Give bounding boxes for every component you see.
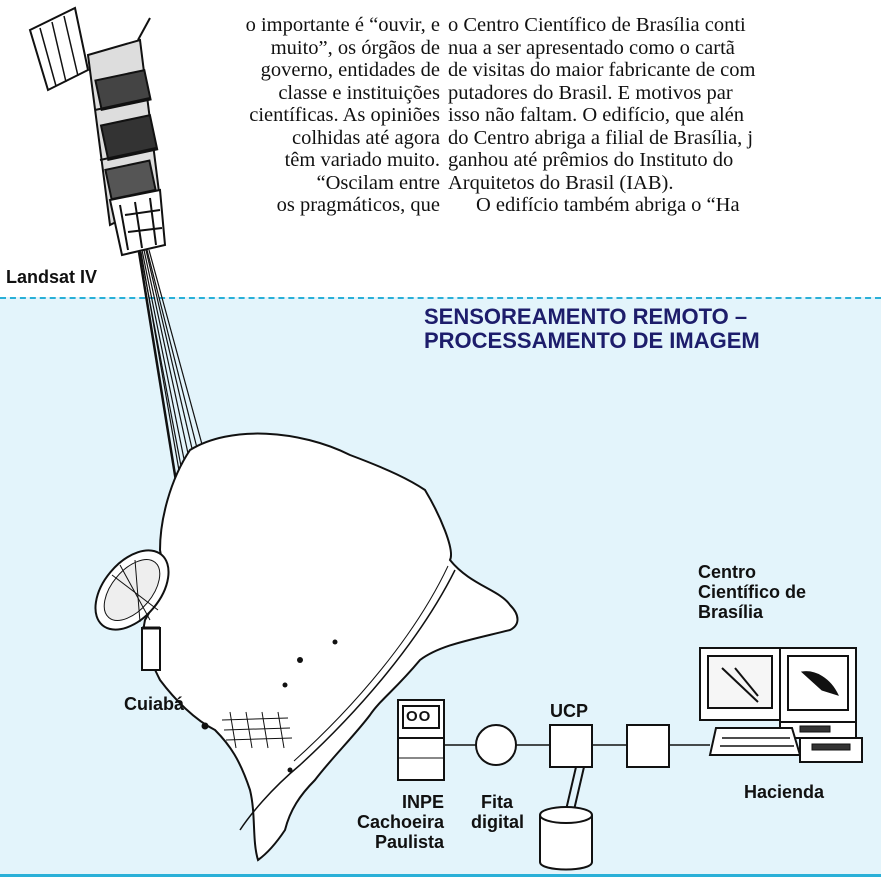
article-line: O edifício também abriga o “Ha (476, 194, 740, 216)
article-line: Arquitetos do Brasil (IAB). (448, 171, 674, 194)
ucp-box-icon (549, 724, 593, 768)
inpe-panel-text: OO (406, 708, 432, 725)
tape-label-line: Fita (480, 792, 513, 812)
map-south-america (142, 432, 519, 862)
center-label-line: Brasília (698, 602, 764, 622)
inpe-label-line: INPE (401, 792, 444, 812)
tape-reel-icon (475, 724, 517, 766)
article-line: o Centro Científico de Brasília conti (448, 14, 746, 36)
ucp-label: UCP (550, 701, 589, 721)
dish-antenna-icon (94, 549, 170, 671)
center-label-line: Centro (698, 562, 756, 582)
article-line: isso não faltam. O edifício, que alén (448, 104, 745, 126)
tape-label-line: digital (471, 812, 524, 832)
satellite-icon (28, 6, 167, 257)
article-line: científicas. As opiniões (249, 104, 440, 126)
panel-border (0, 874, 881, 877)
article-left-column: o importante é “ouvir, e muito”, os órgã… (118, 0, 440, 300)
article-line: governo, entidades de (260, 59, 440, 81)
article-line: nua a ser apresentado como o cartã (448, 36, 735, 59)
article-line: o importante é “ouvir, e (245, 14, 440, 36)
article-line: ganhou até prêmios do Instituto do (448, 149, 734, 171)
inpe-equipment-icon (397, 699, 445, 781)
center-label: Centro Científico de Brasília (698, 562, 806, 622)
city-label: Cuiabá (124, 694, 185, 714)
article-line: putadores do Brasil. E motivos par (448, 81, 733, 104)
article-line: os pragmáticos, que (276, 194, 440, 216)
inpe-label: INPE Cachoeira Paulista (342, 792, 444, 852)
hacienda-label: Hacienda (744, 782, 825, 802)
diagram-title-line: PROCESSAMENTO DE IMAGEM (424, 328, 760, 353)
diagram-title-line: SENSOREAMENTO REMOTO – (424, 304, 748, 329)
article-line: de visitas do maior fabricante de com (448, 59, 756, 81)
article-line: “Oscilam entre (316, 171, 440, 194)
tape-label: Fita digital (471, 792, 524, 832)
article-right-column: o Centro Científico de Brasília conti nu… (448, 0, 881, 300)
interface-box-icon (626, 724, 670, 768)
center-label-line: Científico de (698, 582, 807, 602)
computer-workstation-icon (699, 647, 863, 763)
article-line: classe e instituições (278, 81, 440, 104)
inpe-label-line: Paulista (374, 832, 444, 852)
article-line: colhidas até agora (292, 126, 440, 149)
disk-drum-icon (539, 766, 593, 871)
article-line: têm variado muito. (284, 149, 440, 171)
diagram-title: SENSOREAMENTO REMOTO – PROCESSAMENTO DE … (424, 305, 760, 353)
article-line: muito”, os órgãos de (270, 36, 440, 59)
inpe-label-line: Cachoeira (356, 812, 444, 832)
satellite-label: Landsat IV (6, 267, 98, 287)
article-line: do Centro abriga a filial de Brasília, j (448, 126, 754, 149)
